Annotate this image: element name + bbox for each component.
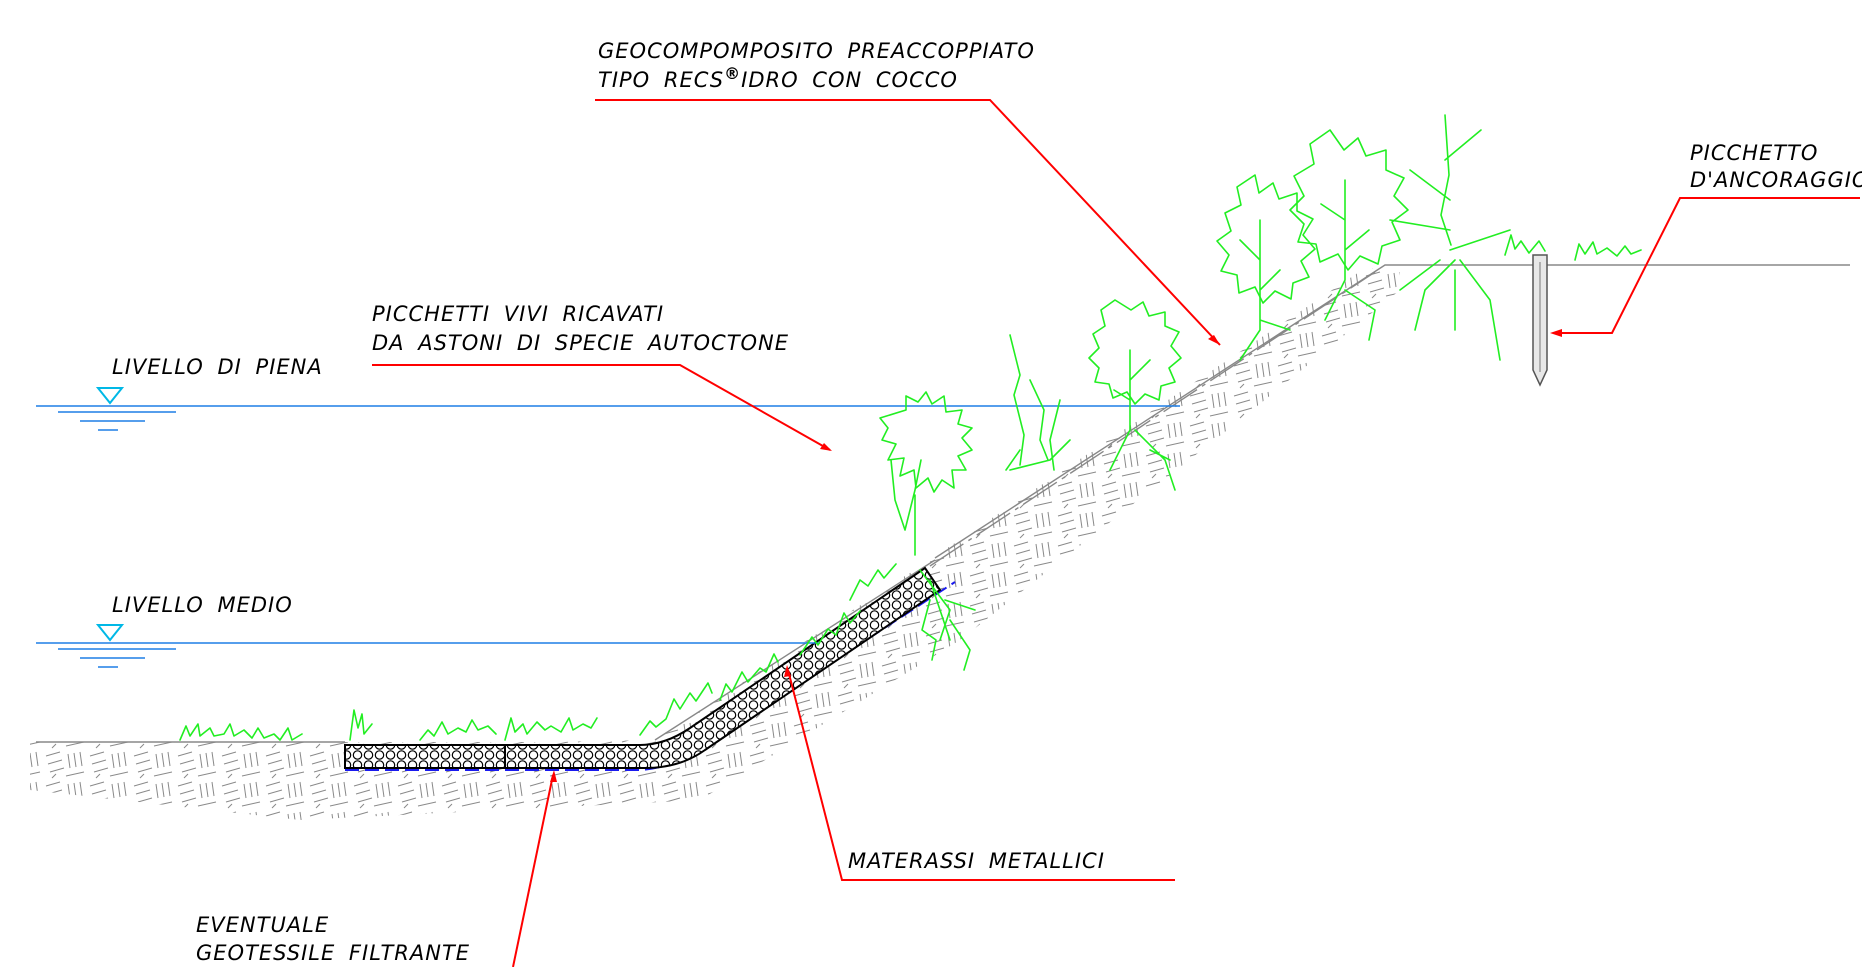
registered-mark: ® — [724, 64, 741, 83]
soil-hatching — [30, 268, 1400, 820]
label-eventuale-line2: GEOTESSILE FILTRANTE — [196, 941, 470, 965]
metal-mattress — [344, 566, 942, 769]
label-materassi: MATERASSI METALLICI — [848, 849, 1105, 873]
water-level-medium — [36, 624, 820, 668]
water-level-full — [36, 387, 1180, 431]
ground-profile — [36, 264, 1850, 743]
label-livello-piena: LIVELLO DI PIENA — [112, 355, 323, 379]
label-geocomposito-line1: GEOCOMPOMPOSITO PREACCOPPIATO — [598, 39, 1035, 63]
leader-lines — [372, 99, 1860, 967]
anchor-stake — [1532, 254, 1548, 387]
vegetation — [179, 114, 1642, 741]
label-picchetti-vivi-line2: DA ASTONI DI SPECIE AUTOCTONE — [372, 331, 789, 355]
label-eventuale-line1: EVENTUALE — [196, 913, 329, 937]
label-livello-medio: LIVELLO MEDIO — [112, 593, 293, 617]
label-geocomposito-line2: TIPO RECS®IDRO CON COCCO — [598, 64, 958, 92]
label-picchetti-vivi-line1: PICCHETTI VIVI RICAVATI — [372, 302, 664, 326]
label-picchetto-line1: PICCHETTO — [1690, 141, 1818, 165]
label-picchetto-line2: D'ANCORAGGIO — [1690, 168, 1862, 192]
